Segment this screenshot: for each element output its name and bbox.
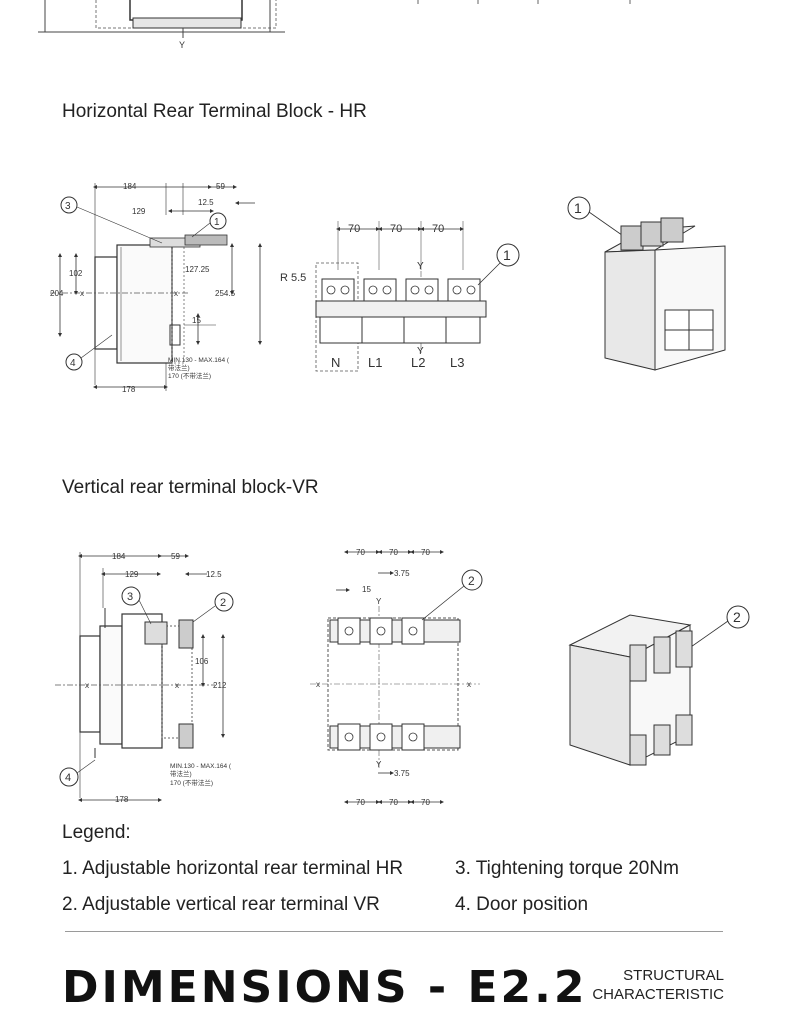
hr-dim-59: 59 (216, 182, 225, 191)
vr-axis-x-left: x (85, 681, 89, 690)
hr-callout-4: 4 (70, 358, 76, 369)
hr-note-line2: 带法兰) (168, 363, 190, 372)
vr-front-axis-x-right: x (467, 680, 471, 689)
hr-dim-184: 184 (123, 182, 137, 191)
vr-front-dim-15: 15 (362, 585, 371, 594)
vr-callout-4: 4 (65, 772, 71, 784)
hr-iso-callout-1-badge (567, 196, 591, 220)
vr-front-dim-70-b: 70 (389, 548, 398, 557)
hr-front-pole-n: N (331, 355, 340, 370)
hr-dim-204: 204 (50, 289, 64, 298)
hr-front-axis-y-bottom: Y (417, 346, 424, 357)
vr-callout-3-badge (121, 586, 141, 606)
vr-dim-106: 106 (195, 657, 209, 666)
hr-section-title: Horizontal Rear Terminal Block - HR (62, 101, 367, 122)
vr-dim-12-5: 12.5 (206, 570, 222, 579)
vr-dim-184: 184 (112, 552, 126, 561)
vr-iso-view-drawing: 2 (568, 605, 750, 766)
vr-front-axis-x-left: x (316, 680, 320, 689)
hr-dim-102: 102 (69, 269, 83, 278)
vr-note-line2: 带法兰) (170, 769, 192, 778)
hr-note-line1: MIN.130 - MAX.164 ( (168, 357, 230, 364)
hr-dim-127-25: 127.25 (185, 265, 210, 274)
hr-callout-4-badge (65, 353, 83, 371)
vr-front-callout-2: 2 (468, 574, 475, 588)
vr-front-axis-y-top: Y (376, 597, 382, 606)
hr-front-callout-1-badge (496, 243, 520, 267)
vr-note-line3: 170 (不带法兰) (170, 778, 213, 787)
hr-front-dim-70-b: 70 (390, 223, 402, 235)
legend-item-3: 3. Tightening torque 20Nm (455, 858, 679, 879)
hr-front-dim-70-c: 70 (432, 223, 444, 235)
vr-front-dim-70-a: 70 (356, 548, 365, 557)
vr-callout-3: 3 (127, 591, 133, 603)
section-subtitle-line1: STRUCTURAL (623, 967, 724, 984)
hr-iso-view-drawing: 1 (567, 196, 726, 371)
vr-section-title: Vertical rear terminal block-VR (62, 477, 319, 498)
hr-iso-callout-1: 1 (574, 200, 582, 216)
hr-front-axis-y-top: Y (417, 261, 424, 272)
page-title: DIMENSIONS - E2.2 (62, 962, 588, 1013)
hr-side-view-drawing: 184 59 129 12.5 x x 204 102 127.25 254.5… (50, 182, 262, 394)
vr-front-dim-70-d: 70 (356, 798, 365, 807)
hr-front-radius: R 5.5 (280, 272, 306, 284)
top-axis-y-label: Y (179, 40, 185, 50)
vr-front-callout-2-badge (461, 569, 483, 591)
legend-item-1: 1. Adjustable horizontal rear terminal H… (62, 858, 404, 879)
hr-front-pole-l3: L3 (450, 355, 464, 370)
vr-front-dim-70-f: 70 (421, 798, 430, 807)
hr-dim-12-5: 12.5 (198, 198, 214, 207)
vr-dim-59: 59 (171, 552, 180, 561)
hr-front-pole-l1: L1 (368, 355, 382, 370)
vr-front-dim-3-75-top: 3.75 (394, 569, 410, 578)
hr-callout-1: 1 (214, 217, 220, 228)
hr-callout-3-badge (60, 196, 78, 214)
section-subtitle-line2: CHARACTERISTIC (592, 986, 724, 1003)
vr-front-dim-3-75-bottom: 3.75 (394, 769, 410, 778)
hr-callout-3: 3 (65, 201, 71, 212)
hr-front-pole-l2: L2 (411, 355, 425, 370)
vr-side-view-drawing: 184 59 129 12.5 x x 106 212 178 MIN.130 … (55, 552, 234, 804)
vr-iso-callout-2-badge (726, 605, 750, 629)
vr-dim-129: 129 (125, 570, 139, 579)
vr-front-dim-70-c: 70 (421, 548, 430, 557)
vr-dim-212: 212 (213, 681, 227, 690)
hr-dim-178: 178 (122, 385, 136, 394)
hr-dim-129: 129 (132, 207, 146, 216)
hr-axis-x-left: x (80, 289, 84, 298)
footer-divider (65, 931, 723, 932)
hr-note-line3: 170 (不带法兰) (168, 371, 211, 380)
vr-iso-callout-2: 2 (733, 609, 741, 625)
vr-note-line1: MIN.130 - MAX.164 ( (170, 763, 232, 770)
vr-callout-2: 2 (220, 597, 226, 609)
vr-callout-2-badge (214, 592, 234, 612)
vr-front-dim-70-e: 70 (389, 798, 398, 807)
hr-front-dim-row: 70 70 70 (336, 221, 464, 270)
hr-dim-15: 15 (192, 316, 201, 325)
hr-front-dim-70-a: 70 (348, 223, 360, 235)
vr-dim-178: 178 (115, 795, 129, 804)
hr-callout-1-badge (209, 212, 227, 230)
top-drawing-fragment: Y (38, 0, 631, 50)
legend-item-4: 4. Door position (455, 894, 589, 915)
vr-axis-x-right: x (175, 681, 179, 690)
hr-dim-254-5: 254.5 (215, 289, 236, 298)
hr-front-callout-1: 1 (503, 247, 511, 263)
hr-front-view-drawing: 70 70 70 R 5.5 Y Y N L1 L2 L3 1 (280, 221, 520, 372)
vr-callout-4-badge (59, 767, 79, 787)
vr-front-view-drawing: 70 70 70 3.75 15 Y x x Y 3.75 70 70 70 2 (310, 548, 483, 807)
hr-axis-x-right: x (174, 289, 178, 298)
legend-heading: Legend: (62, 822, 131, 843)
vr-front-axis-y-bottom: Y (376, 760, 382, 769)
legend-item-2: 2. Adjustable vertical rear terminal VR (62, 894, 380, 915)
